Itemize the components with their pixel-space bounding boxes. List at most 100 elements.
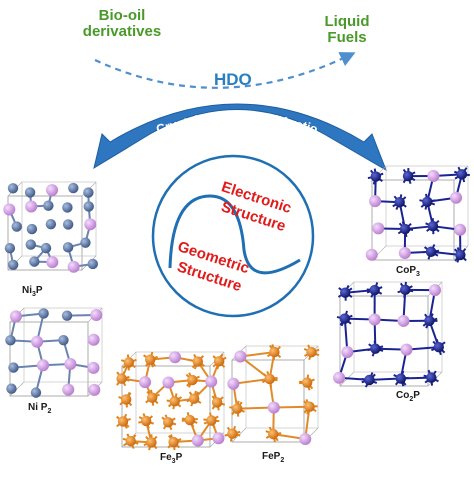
metal-atom-fe3p xyxy=(126,436,136,446)
formula-fe3p-part1: Fe xyxy=(160,452,172,463)
phosphorus-atom-ni3p xyxy=(46,256,58,268)
liquid-fuels-line2: Fuels xyxy=(312,30,382,46)
metal-atom-fep2 xyxy=(269,347,279,357)
bio-oil-line1: Bio-oil xyxy=(62,8,182,24)
phosphorus-atom-fe3p xyxy=(169,351,181,363)
metal-atom-co2p xyxy=(424,316,434,326)
metal-atom-nip2 xyxy=(38,308,48,318)
metal-atom-ni3p xyxy=(27,224,37,234)
metal-atom-fe3p xyxy=(193,356,203,366)
liquid-fuels-label: Liquid Fuels xyxy=(312,14,382,46)
metal-atom-cop3 xyxy=(426,247,436,257)
metal-atom-fe3p xyxy=(206,415,216,425)
metal-atom-nip2 xyxy=(31,387,41,397)
metal-atom-ni3p xyxy=(41,243,51,253)
metal-atom-ni3p xyxy=(46,219,56,229)
phosphorus-atom-ni3p xyxy=(84,218,96,230)
metal-atom-nip2 xyxy=(8,362,18,372)
metal-atom-fe3p xyxy=(214,356,224,366)
metal-atom-cop3 xyxy=(371,171,381,181)
metal-atom-ni3p xyxy=(84,201,94,211)
metal-atom-ni3p xyxy=(88,259,98,269)
cell-edge-nip2 xyxy=(10,322,88,396)
phosphorus-atom-co2p xyxy=(400,344,412,356)
phosphorus-atom-co2p xyxy=(341,346,353,358)
metal-atom-fe3p xyxy=(118,416,128,426)
metal-atom-co2p xyxy=(434,342,444,352)
formula-co2p-part2: P xyxy=(413,390,420,401)
metal-atom-fe3p xyxy=(146,437,156,447)
formula-co2p-part1: Co xyxy=(396,390,409,401)
phosphorus-atom-ni3p xyxy=(25,200,37,212)
metal-atom-cop3 xyxy=(422,197,432,207)
metal-atom-co2p xyxy=(340,313,350,323)
formula-nip2-sub2: 2 xyxy=(47,408,51,415)
phosphorus-atom-co2p xyxy=(429,284,441,296)
phosphorus-atom-cop3 xyxy=(454,224,466,236)
phosphorus-atom-fe3p xyxy=(212,432,224,444)
metal-atom-co2p xyxy=(400,285,410,295)
metal-atom-nip2 xyxy=(62,310,72,320)
phosphorus-atom-fep2 xyxy=(299,433,311,445)
metal-atom-ni3p xyxy=(12,221,22,231)
metal-atom-ni3p xyxy=(63,219,73,229)
phosphorus-atom-fep2 xyxy=(268,401,280,413)
metal-atom-ni3p xyxy=(83,187,93,197)
metal-atom-ni3p xyxy=(26,239,36,249)
phosphorus-atom-ni3p xyxy=(46,184,58,196)
bio-oil-derivatives-label: Bio-oil derivatives xyxy=(62,8,182,40)
phosphorus-atom-nip2 xyxy=(10,310,22,322)
formula-cop3-part1: CoP xyxy=(396,265,416,276)
metal-atom-fe3p xyxy=(145,354,155,364)
phosphorus-atom-nip2 xyxy=(37,359,49,371)
phosphorus-atom-nip2 xyxy=(87,362,99,374)
formula-fep2: FeP2 xyxy=(262,451,284,464)
formula-fe3p: Fe3P xyxy=(160,452,182,465)
metal-atom-nip2 xyxy=(5,335,15,345)
metal-atom-fep2 xyxy=(227,429,237,439)
formula-cop3-sub1: 3 xyxy=(416,271,420,278)
hdo-label: HDO xyxy=(214,70,252,90)
metal-atom-co2p xyxy=(364,375,374,385)
phosphorus-atom-nip2 xyxy=(31,336,43,348)
metal-atom-ni3p xyxy=(8,260,18,270)
formula-ni3p: Ni3P xyxy=(22,285,43,298)
metal-atom-fe3p xyxy=(185,415,195,425)
formula-nip2: Ni P2 xyxy=(28,402,51,415)
metal-atom-fep2 xyxy=(306,347,316,357)
metal-atom-fep2 xyxy=(268,429,278,439)
metal-atom-ni3p xyxy=(68,183,78,193)
phosphorus-atom-ni3p xyxy=(3,203,15,215)
formula-cop3: CoP3 xyxy=(396,265,420,278)
metal-atom-fe3p xyxy=(189,394,199,404)
liquid-fuels-line1: Liquid xyxy=(312,14,382,30)
phosphorus-atom-nip2 xyxy=(88,384,100,396)
phosphorus-atom-cop3 xyxy=(450,192,462,204)
formula-nip2-part1: Ni xyxy=(28,402,41,413)
metal-atom-ni3p xyxy=(62,202,72,212)
metal-atom-cop3 xyxy=(400,224,410,234)
phosphorus-atom-nip2 xyxy=(88,334,100,346)
phosphorus-atom-cop3 xyxy=(372,222,384,234)
metal-atom-fe3p xyxy=(163,417,173,427)
metal-atom-co2p xyxy=(370,343,380,353)
metal-atom-fe3p xyxy=(121,394,131,404)
phosphorus-atom-fep2 xyxy=(227,378,239,390)
phosphorus-atom-cop3 xyxy=(366,249,378,261)
metal-atom-fe3p xyxy=(212,397,222,407)
phosphorus-atom-fep2 xyxy=(234,351,246,363)
metal-atom-ni3p xyxy=(63,242,73,252)
phosphorus-atom-co2p xyxy=(397,315,409,327)
formula-fep2-sub1: 2 xyxy=(280,457,284,464)
metal-atom-fep2 xyxy=(302,377,312,387)
phosphorus-atom-co2p xyxy=(333,372,345,384)
metal-atom-ni3p xyxy=(5,243,15,253)
phosphorus-atom-cop3 xyxy=(369,195,381,207)
metal-atom-co2p xyxy=(396,373,406,383)
metal-atom-ni3p xyxy=(8,183,18,193)
bio-oil-line2: derivatives xyxy=(62,24,182,40)
metal-atom-ni3p xyxy=(29,256,39,266)
metal-atom-cop3 xyxy=(455,250,465,260)
metal-atom-fep2 xyxy=(264,374,274,384)
formula-ni3p-part2: P xyxy=(36,285,43,296)
